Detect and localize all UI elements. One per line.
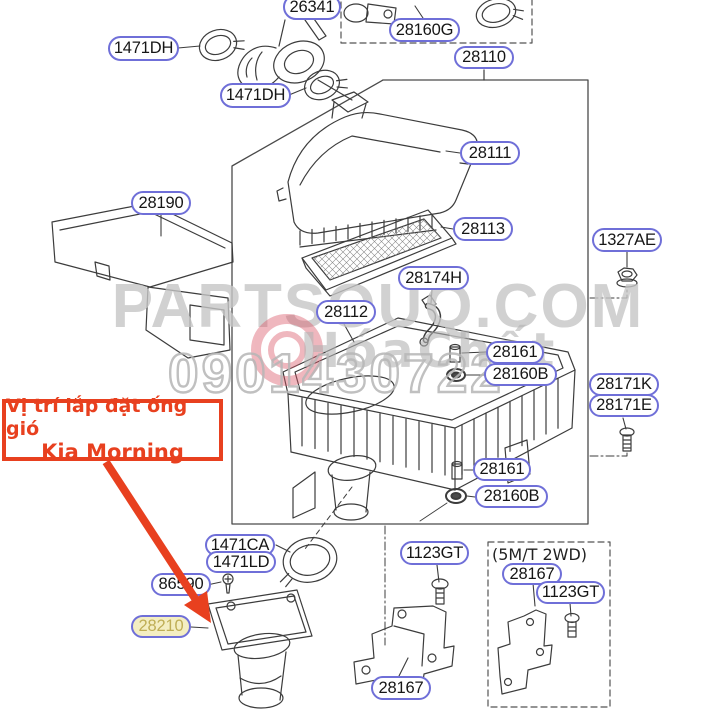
part-label-1123GT[interactable]: 1123GT	[400, 541, 469, 565]
part-label-26341[interactable]: 26341	[283, 0, 341, 20]
install-position-callout: Vị trí lắp đặt ống gió Kia Morning	[2, 395, 223, 464]
part-label-28171K[interactable]: 28171K	[589, 373, 659, 396]
variant-note: (5M/T 2WD)	[492, 545, 588, 564]
part-label-28210[interactable]: 28210	[131, 615, 191, 638]
part-label-28190[interactable]: 28190	[131, 191, 191, 215]
part-label-1471LD[interactable]: 1471LD	[206, 551, 276, 573]
part-label-1471DH[interactable]: 1471DH	[220, 83, 291, 108]
part-label-28111[interactable]: 28111	[460, 141, 520, 165]
part-label-28160B[interactable]: 28160B	[484, 363, 557, 386]
part-label-28161[interactable]: 28161	[486, 341, 544, 364]
part-label-86590[interactable]: 86590	[151, 573, 211, 596]
part-label-28171E[interactable]: 28171E	[589, 394, 659, 417]
callout-line-2: Kia Morning	[41, 440, 184, 465]
part-label-28167[interactable]: 28167	[502, 563, 562, 585]
part-label-28112[interactable]: 28112	[316, 300, 376, 324]
part-label-28174H[interactable]: 28174H	[398, 266, 469, 290]
part-label-1123GT[interactable]: 1123GT	[536, 581, 605, 604]
part-label-28167[interactable]: 28167	[371, 676, 431, 700]
part-label-1471DH[interactable]: 1471DH	[108, 36, 179, 61]
callout-line-1: Vị trí lắp đặt ống gió	[6, 395, 188, 440]
part-label-28160B[interactable]: 28160B	[475, 485, 548, 508]
part-label-28161[interactable]: 28161	[473, 458, 531, 481]
part-label-28160G[interactable]: 28160G	[389, 18, 460, 42]
part-label-1327AE[interactable]: 1327AE	[592, 228, 662, 252]
part-label-28110[interactable]: 28110	[454, 46, 514, 69]
part-label-28113[interactable]: 28113	[453, 217, 513, 241]
